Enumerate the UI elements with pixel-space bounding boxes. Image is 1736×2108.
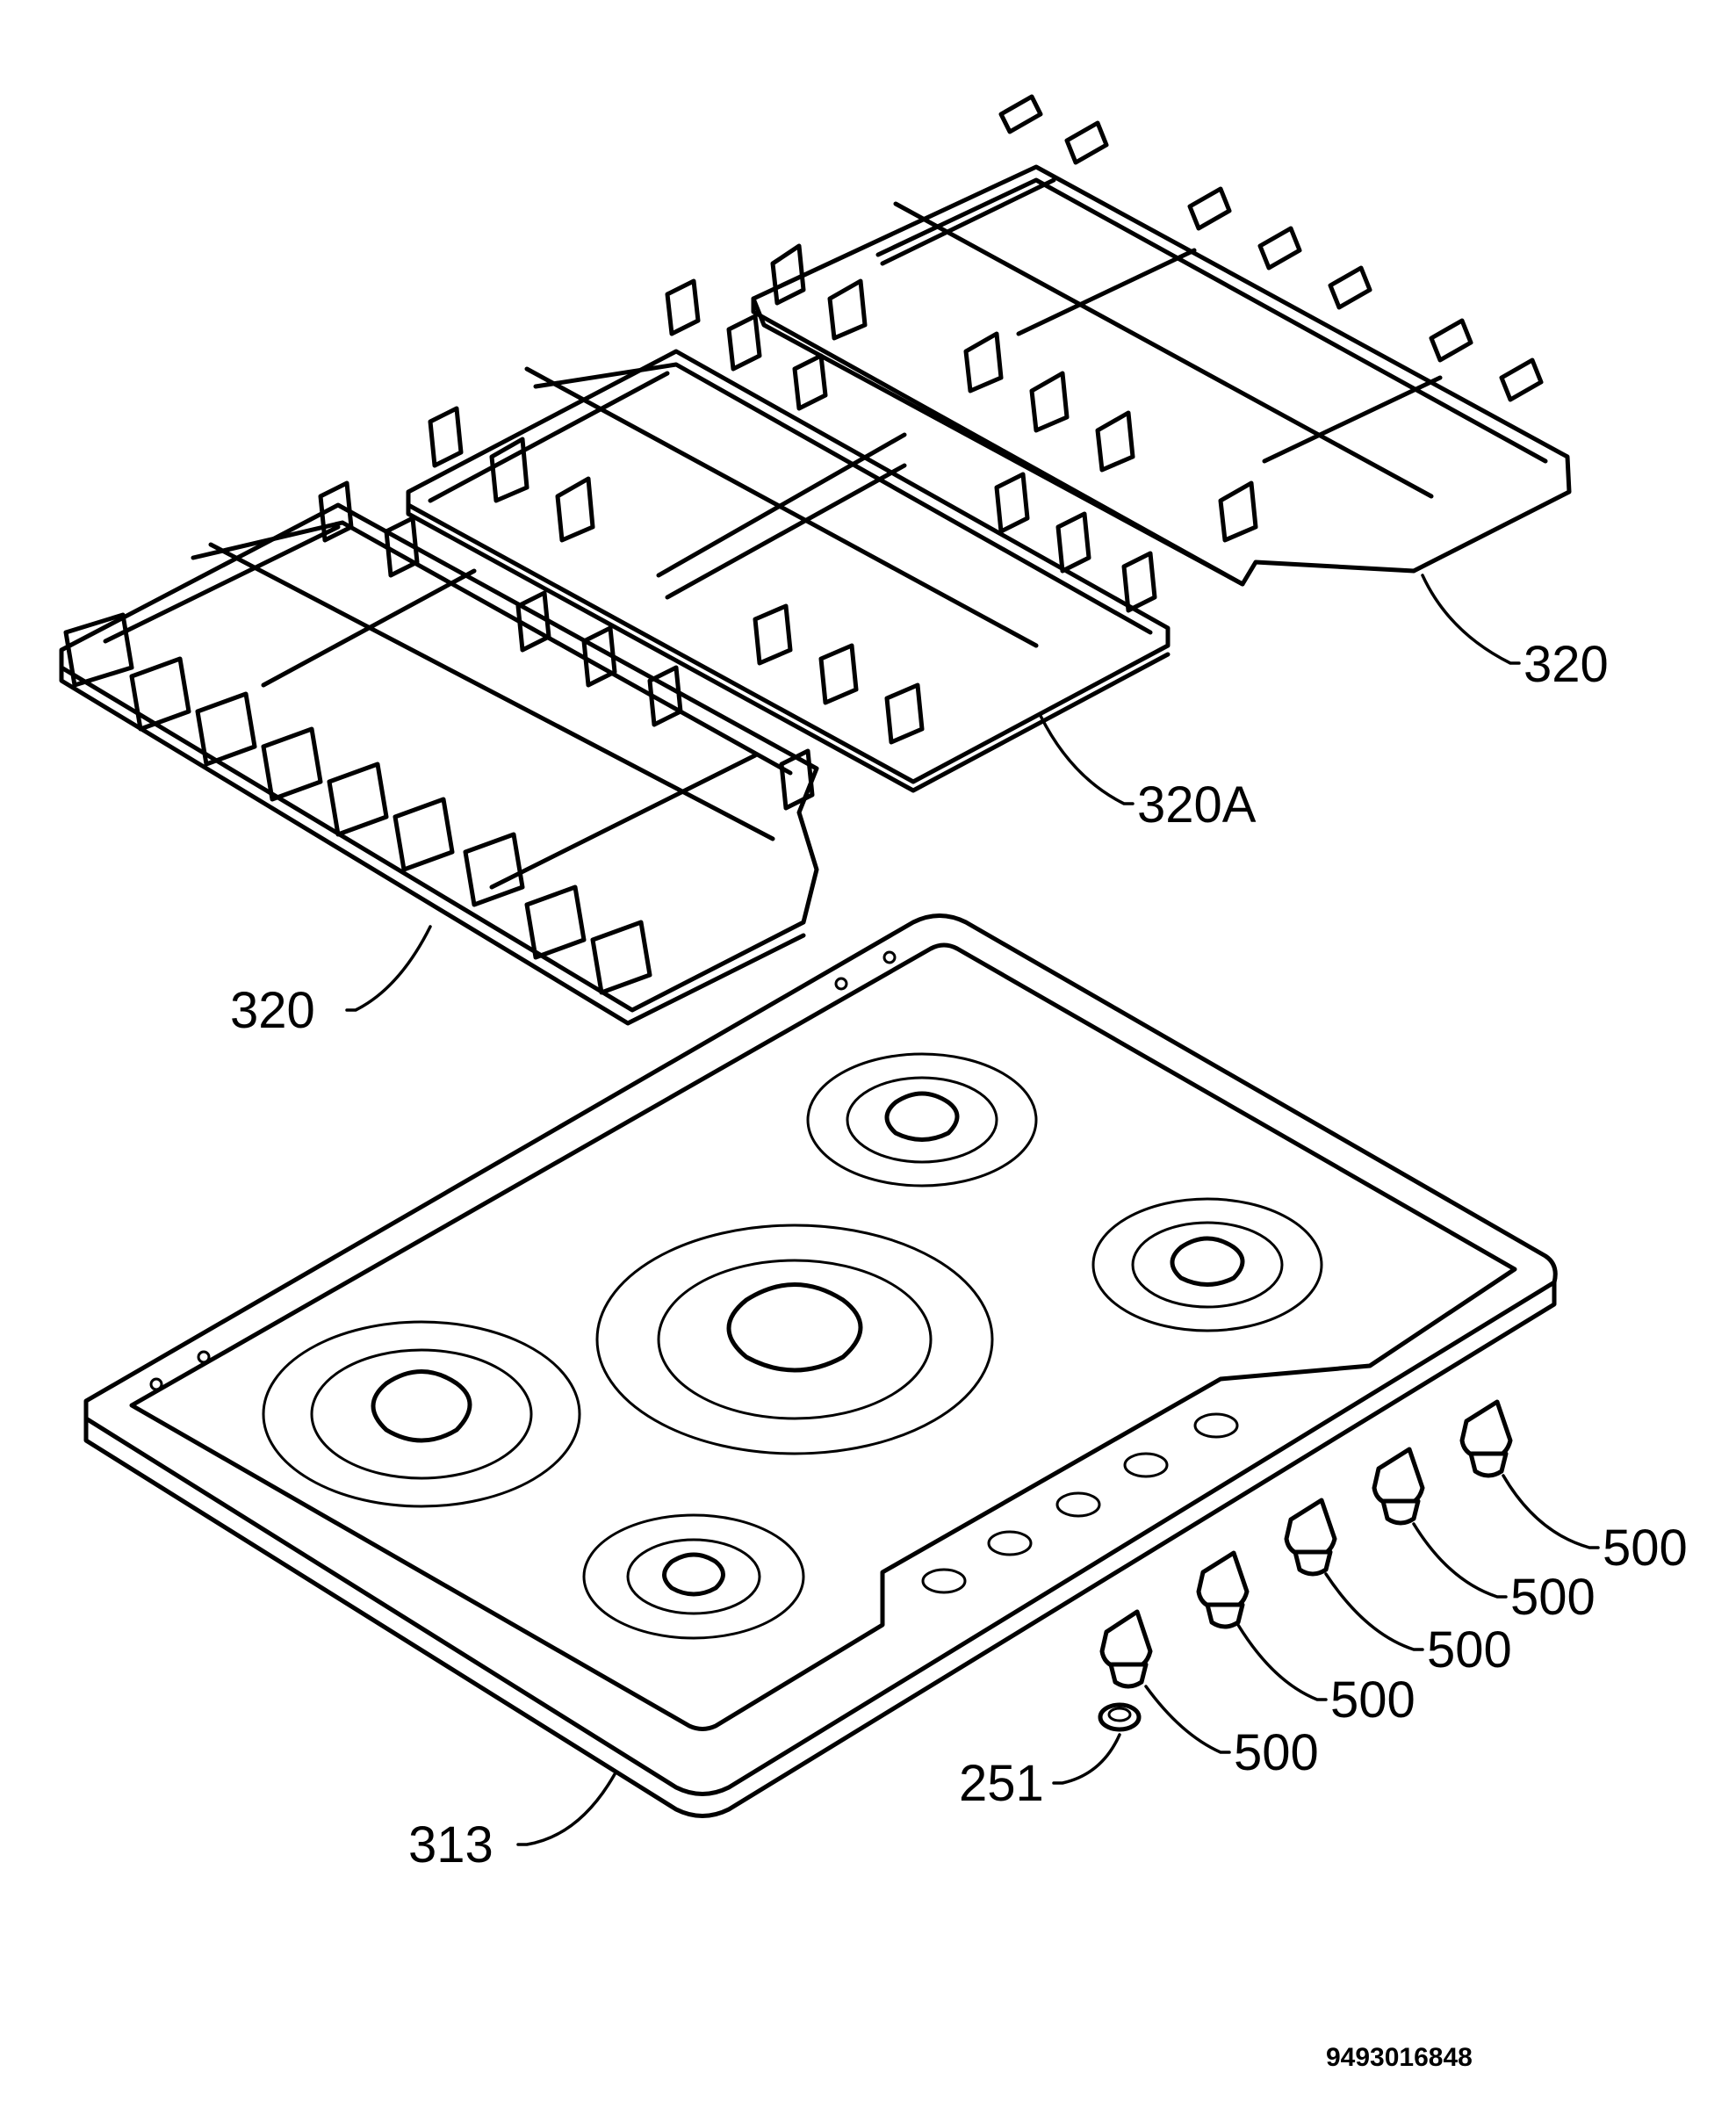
pan-support-left: [59, 480, 819, 1026]
label-500-2: 500: [1330, 1671, 1415, 1729]
burner-left: [262, 1320, 581, 1508]
label-320-right: 320: [1524, 636, 1609, 693]
label-320a: 320A: [1137, 776, 1257, 834]
control-knob-5: [1459, 1399, 1513, 1478]
pan-support-middle: [406, 278, 1171, 793]
control-knob-1: [1099, 1609, 1153, 1689]
burner-right: [1091, 1197, 1323, 1332]
hob-top: [83, 913, 1558, 1818]
control-knob-2: [1196, 1550, 1250, 1629]
pan-support-right: [751, 94, 1572, 587]
label-500-3: 500: [1427, 1621, 1512, 1678]
burner-front-small: [582, 1513, 805, 1640]
label-313: 313: [408, 1816, 493, 1873]
label-320-left: 320: [230, 982, 315, 1039]
document-number: 9493016848: [1326, 2043, 1473, 2072]
knob-holes: [921, 1412, 1239, 1594]
leader-lines: [345, 574, 1600, 1846]
knob-ring: [1098, 1702, 1142, 1732]
burner-rear-right: [806, 1052, 1038, 1188]
control-knob-4: [1372, 1447, 1425, 1526]
label-251: 251: [959, 1755, 1044, 1812]
control-knob-3: [1284, 1498, 1337, 1577]
label-500-5: 500: [1603, 1520, 1688, 1577]
label-500-4: 500: [1510, 1569, 1596, 1626]
label-500-1: 500: [1234, 1724, 1319, 1781]
burner-center-large: [595, 1224, 994, 1455]
